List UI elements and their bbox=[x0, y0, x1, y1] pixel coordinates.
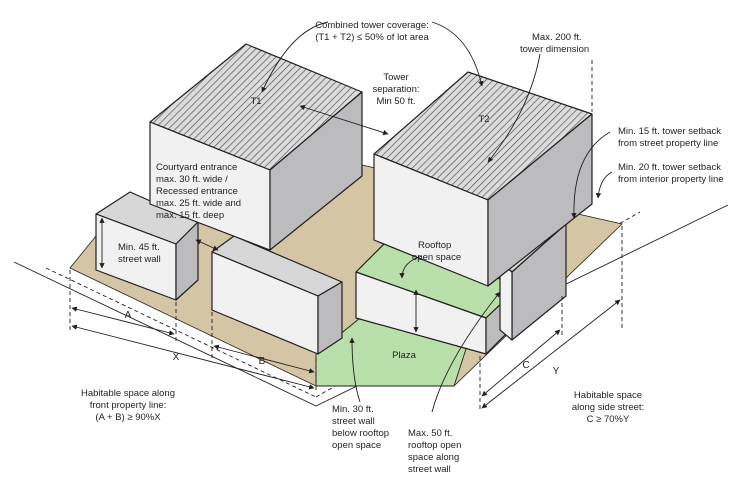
courtyard-label-line5: max. 15 ft. deep bbox=[156, 210, 224, 221]
side-habitable-label-line3: C ≥ 70%Y bbox=[587, 414, 630, 425]
front-habitable-label-line1: Habitable space along bbox=[81, 388, 175, 399]
dimension-c-label: C bbox=[522, 360, 529, 371]
dimension-x-label: X bbox=[173, 352, 180, 363]
coverage-label-line2: (T1 + T2) ≤ 50% of lot area bbox=[315, 32, 429, 43]
separation-label-line3: Min 50 ft. bbox=[376, 96, 415, 107]
setback20-label-line2: from interior property line bbox=[618, 174, 724, 185]
streetwall-label-line2: street wall bbox=[118, 254, 161, 265]
dimension-arrows bbox=[71, 104, 621, 409]
courtyard-label-line4: max. 25 ft. wide and bbox=[156, 198, 241, 209]
side-habitable-label-line1: Habitable space bbox=[574, 390, 642, 401]
courtyard-label-line3: Recessed entrance bbox=[156, 186, 238, 197]
min30-label-line2: street wall bbox=[332, 416, 375, 427]
max50-label-line3: space along bbox=[408, 452, 459, 463]
plaza-label: Plaza bbox=[392, 350, 416, 361]
coverage-label-line1: Combined tower coverage: bbox=[315, 20, 429, 31]
dimension-y-label: Y bbox=[553, 366, 560, 377]
max50-label-line4: street wall bbox=[408, 464, 451, 475]
front-habitable-label-line2: front property line: bbox=[90, 400, 167, 411]
max50-label-line1: Max. 50 ft. bbox=[408, 428, 452, 439]
dimension-b-label: B bbox=[259, 356, 266, 367]
max50-label-line2: rooftop open bbox=[408, 440, 461, 451]
max-dimension-label-line2: tower dimension bbox=[520, 44, 589, 55]
tower-t2 bbox=[373, 71, 593, 287]
courtyard-label-line2: max. 30 ft. wide / bbox=[156, 174, 228, 185]
dimension-a-label: A bbox=[125, 310, 132, 321]
max-dimension-label-line1: Max. 200 ft. bbox=[532, 32, 582, 43]
tower-t2-label: T2 bbox=[478, 114, 489, 125]
rooftop-label-line1: Rooftop bbox=[418, 240, 451, 251]
front-habitable-label-line3: (A + B) ≥ 90%X bbox=[95, 412, 161, 423]
front-left-building bbox=[95, 191, 199, 301]
leader-lines bbox=[261, 21, 613, 413]
rooftop-label-line2: open space bbox=[412, 252, 461, 263]
streetwall-label-line1: Min. 45 ft. bbox=[118, 242, 160, 253]
setback20-label-line1: Min. 20 ft. tower setback bbox=[618, 162, 721, 173]
setback15-label-line2: from street property line bbox=[618, 138, 718, 149]
separation-label-line2: separation: bbox=[372, 84, 419, 95]
min30-label-line4: open space bbox=[332, 440, 381, 451]
min30-label-line1: Min. 30 ft. bbox=[332, 404, 374, 415]
min30-label-line3: below rooftop bbox=[332, 428, 389, 439]
courtyard-label-line1: Courtyard entrance bbox=[156, 162, 237, 173]
tower-t1-label: T1 bbox=[250, 96, 261, 107]
setback15-label-line1: Min. 15 ft. tower setback bbox=[618, 126, 721, 137]
side-habitable-label-line2: along side street: bbox=[572, 402, 644, 413]
separation-label-line1: Tower bbox=[383, 72, 408, 83]
